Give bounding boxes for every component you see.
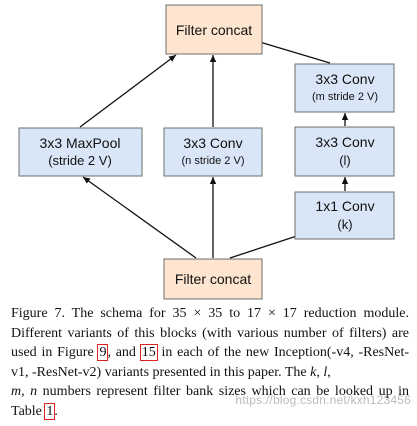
edge-conv-m-to-topconcat	[252, 38, 331, 64]
watermark: https://blog.csdn.net/kxh123456	[235, 393, 411, 407]
figure-caption: Figure 7. The schema for 35 × 35 to 17 ×…	[11, 304, 409, 422]
caption-math-size-in: 35 × 35	[172, 306, 223, 321]
filter-concat-top-node: Filter concat	[165, 4, 263, 55]
conv-l-title: 3x3 Conv	[315, 134, 374, 150]
conv-m-node: 3x3 Conv (m stride 2 V)	[294, 63, 395, 113]
conv-n-title: 3x3 Conv	[183, 135, 242, 151]
conv-m-subtitle: (m stride 2 V)	[312, 91, 378, 103]
conv-k-title: 1x1 Conv	[315, 198, 374, 214]
filter-concat-bottom-label: Filter concat	[175, 271, 251, 287]
figure-label: Figure 7.	[11, 306, 65, 321]
caption-text: .	[54, 403, 58, 419]
maxpool-node: 3x3 MaxPool (stride 2 V)	[18, 127, 143, 177]
caption-text: ,	[327, 364, 331, 380]
edge-bottomconcat-to-maxpool	[82, 176, 197, 259]
figure-15-link[interactable]: 15	[139, 344, 158, 362]
conv-l-node: 3x3 Conv (l)	[294, 126, 395, 177]
maxpool-subtitle: (stride 2 V)	[48, 153, 112, 168]
conv-n-subtitle: (n stride 2 V)	[182, 155, 245, 167]
conv-k-node: 1x1 Conv (k)	[294, 191, 395, 240]
caption-text: to	[222, 306, 248, 321]
caption-text: numbers represent filter bank sizes whic…	[11, 384, 409, 419]
caption-math-size-out: 17 × 17	[247, 306, 297, 321]
filter-concat-top-label: Filter concat	[176, 22, 252, 38]
filter-concat-bottom-node: Filter concat	[163, 258, 263, 300]
reduction-module-diagram: Filter concat 3x3 MaxPool (stride 2 V) 3…	[18, 4, 395, 300]
maxpool-title: 3x3 MaxPool	[40, 135, 121, 151]
caption-text: ,	[21, 384, 31, 400]
caption-text: The schema for	[64, 306, 173, 321]
conv-k-subtitle: (k)	[337, 217, 352, 232]
conv-l-subtitle: (l)	[339, 153, 351, 168]
caption-math-l: l	[323, 364, 328, 380]
conv-n-node: 3x3 Conv (n stride 2 V)	[163, 127, 263, 177]
caption-text: in each of the new Inception(-v4, -ResNe…	[11, 345, 410, 380]
conv-m-title: 3x3 Conv	[315, 71, 374, 87]
caption-math-m: m	[11, 384, 22, 400]
caption-text: ,	[316, 364, 324, 380]
edge-maxpool-to-topconcat	[79, 54, 177, 128]
caption-math-k: k	[310, 364, 317, 380]
caption-math-n: n	[30, 384, 38, 400]
caption-text: , and	[107, 345, 141, 361]
table-1-link[interactable]: 1	[44, 402, 56, 420]
figure-9-link[interactable]: 9	[97, 344, 109, 362]
caption-text: reduction module. Different variants of …	[11, 306, 409, 361]
